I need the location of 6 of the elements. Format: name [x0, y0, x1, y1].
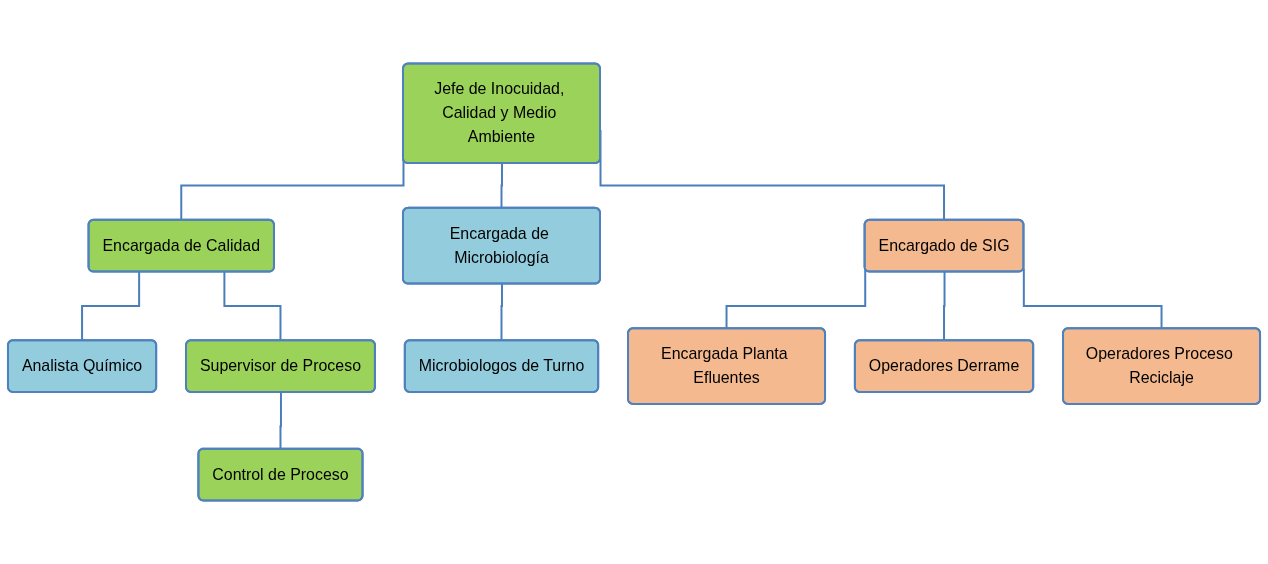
connector [223, 271, 282, 342]
connector [725, 267, 867, 330]
connector [943, 271, 946, 342]
connector [1022, 267, 1164, 330]
connector [500, 283, 503, 342]
connector [81, 271, 141, 342]
